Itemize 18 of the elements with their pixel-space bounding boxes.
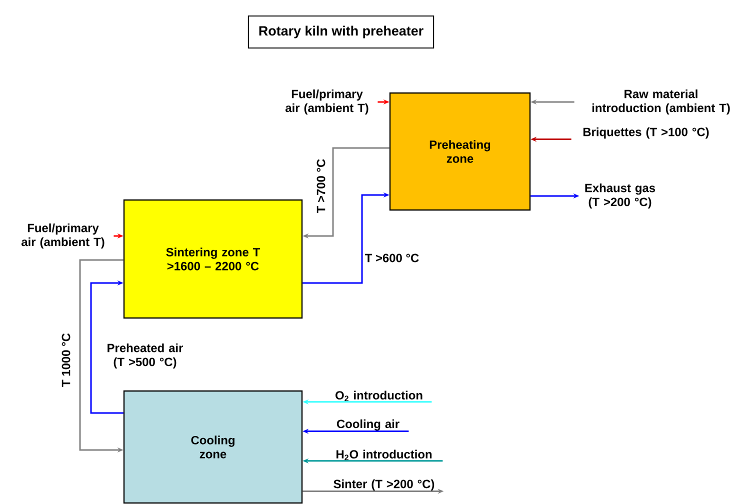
- edge-label: T 1000 °C: [62, 333, 70, 387]
- arrow: [90, 280, 124, 414]
- stream-label: Briquettes (T >100 °C): [583, 127, 709, 139]
- stream-label: Fuel/primary air (ambient T): [286, 89, 368, 115]
- edge-label: T >700 °C: [316, 159, 326, 213]
- stream-label: H$_{2}$O introduction: [336, 450, 432, 460]
- process-box: Cooling zone: [123, 390, 303, 504]
- stream-label: Cooling air: [336, 419, 400, 431]
- process-box: Preheating zone: [389, 92, 531, 211]
- title-box: Rotary kiln with preheater: [248, 16, 434, 48]
- edge-label: Preheated air (T >500 °C): [108, 343, 184, 369]
- edge-label: T >600 °C: [365, 254, 419, 262]
- stream-label: Raw material introduction (ambient T): [592, 89, 730, 115]
- stream-label: Sinter (T >200 °C): [334, 479, 434, 491]
- stream-label: Fuel/primary air (ambient T): [22, 223, 104, 249]
- stream-label: O$_{2}$ introduction: [336, 390, 422, 402]
- stream-label: Exhaust gas (T >200 °C): [585, 183, 656, 209]
- process-box: Sintering zone T >1600 – 2200 °C: [123, 199, 303, 319]
